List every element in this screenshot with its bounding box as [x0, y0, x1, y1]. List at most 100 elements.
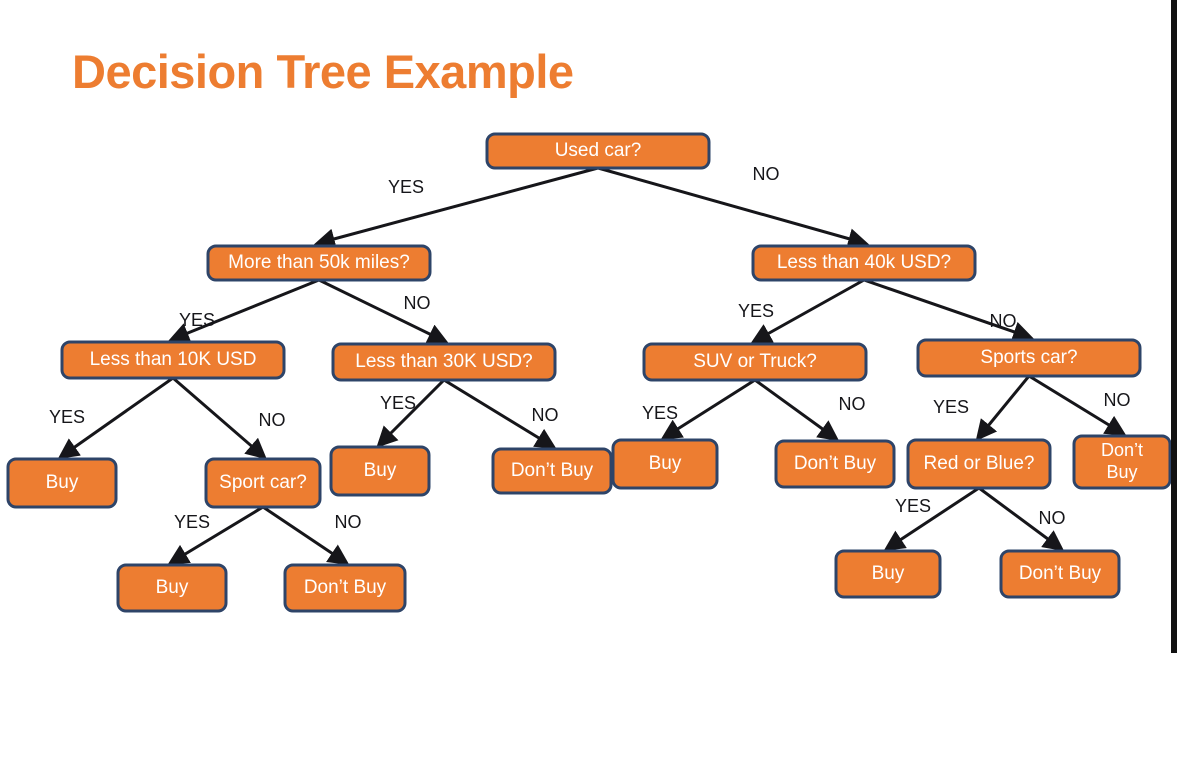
- edge-label: NO: [990, 311, 1017, 331]
- node-shape: [916, 338, 1142, 378]
- tree-node[interactable]: Don’t Buy: [999, 549, 1121, 599]
- tree-node[interactable]: More than 50k miles?: [206, 244, 432, 282]
- node-label: Buy: [364, 460, 397, 481]
- tree-node[interactable]: SUV or Truck?: [642, 342, 868, 382]
- node-shape: [1072, 434, 1172, 490]
- tree-node[interactable]: Used car?: [485, 132, 711, 170]
- edge-label: NO: [753, 164, 780, 184]
- node-shape: [204, 457, 322, 509]
- node-label: Buy: [156, 577, 189, 598]
- edge-label: NO: [839, 394, 866, 414]
- edge-label: YES: [179, 310, 215, 330]
- tree-node[interactable]: Don’t Buy: [283, 563, 407, 613]
- tree-node[interactable]: Less than 40k USD?: [751, 244, 977, 282]
- edge-label: YES: [174, 512, 210, 532]
- node-label: Less than 40k USD?: [777, 252, 951, 273]
- tree-edge: [754, 378, 840, 442]
- tree-edge: [660, 378, 756, 440]
- node-shape: [491, 447, 613, 495]
- tree-edge: [975, 375, 1031, 442]
- node-label: Buy: [46, 472, 79, 493]
- nodes-layer: Used car? More than 50k miles? Less than 4…: [6, 132, 1172, 613]
- tree-node[interactable]: Red or Blue?: [906, 438, 1052, 490]
- tree-edge: [318, 278, 449, 344]
- edge-label: YES: [380, 393, 416, 413]
- node-shape: [6, 457, 118, 509]
- tree-node[interactable]: Buy: [6, 457, 118, 509]
- node-shape: [611, 438, 719, 490]
- node-label: Don’t: [1101, 440, 1143, 460]
- tree-edge: [262, 505, 350, 565]
- edge-label: NO: [532, 405, 559, 425]
- tree-node[interactable]: Buy: [116, 563, 228, 613]
- edge-label: YES: [642, 403, 678, 423]
- node-label: Buy: [872, 563, 905, 584]
- edge-label: YES: [895, 496, 931, 516]
- node-shape: [774, 439, 896, 489]
- edge-label: NO: [1039, 508, 1066, 528]
- node-label: Less than 10K USD: [90, 349, 257, 370]
- tree-node[interactable]: Buy: [611, 438, 719, 490]
- node-label: Don’t Buy: [511, 460, 594, 481]
- tree-edge: [863, 278, 1034, 342]
- node-label: Buy: [649, 453, 682, 474]
- node-shape: [283, 563, 407, 613]
- node-label: Buy: [1106, 462, 1137, 482]
- tree-node[interactable]: Don’t Buy: [774, 439, 896, 489]
- node-shape: [642, 342, 868, 382]
- tree-node[interactable]: Sports car?: [916, 338, 1142, 378]
- tree-node[interactable]: Less than 30K USD?: [331, 342, 557, 382]
- right-edge-bar: [1171, 0, 1177, 653]
- edge-label: NO: [1104, 390, 1131, 410]
- node-shape: [485, 132, 711, 170]
- tree-edge: [978, 486, 1065, 552]
- tree-node[interactable]: Don’t Buy: [491, 447, 613, 495]
- node-label: Don’t Buy: [304, 577, 387, 598]
- node-label: Sports car?: [980, 347, 1077, 368]
- tree-node[interactable]: Buy: [329, 445, 431, 497]
- tree-node[interactable]: Sport car?: [204, 457, 322, 509]
- edges-layer: [57, 166, 1127, 565]
- edge-label: NO: [335, 512, 362, 532]
- node-shape: [206, 244, 432, 282]
- node-label: Used car?: [555, 140, 642, 161]
- edge-label: YES: [49, 407, 85, 427]
- node-label: Don’t Buy: [1019, 563, 1102, 584]
- node-label: Red or Blue?: [924, 453, 1035, 474]
- tree-edge: [443, 378, 557, 449]
- node-label: SUV or Truck?: [693, 351, 817, 372]
- node-label: Don’t Buy: [794, 453, 877, 474]
- edge-label: YES: [388, 177, 424, 197]
- tree-edge: [168, 278, 320, 343]
- tree-edge: [313, 166, 599, 250]
- node-shape: [331, 342, 557, 382]
- tree-node[interactable]: Less than 10K USD: [60, 340, 286, 380]
- node-label: Sport car?: [219, 472, 307, 493]
- node-shape: [906, 438, 1052, 490]
- tree-edge: [57, 376, 174, 460]
- tree-edge: [750, 278, 865, 344]
- node-shape: [999, 549, 1121, 599]
- node-shape: [329, 445, 431, 497]
- page-title: Decision Tree Example: [72, 45, 574, 98]
- edge-label: NO: [404, 293, 431, 313]
- edge-label: YES: [933, 397, 969, 417]
- node-shape: [834, 549, 942, 599]
- tree-edge: [1028, 374, 1127, 436]
- tree-edge: [883, 486, 980, 551]
- node-shape: [116, 563, 228, 613]
- node-label: More than 50k miles?: [228, 252, 410, 273]
- tree-edge: [167, 505, 264, 565]
- edge-labels-layer: YES NO YES NO YES NO YES NO YES NO YES NO YES NO YES NO…: [49, 164, 1131, 532]
- tree-edge: [172, 376, 267, 460]
- edge-label: NO: [259, 410, 286, 430]
- node-shape: [60, 340, 286, 380]
- tree-edge: [597, 166, 870, 249]
- node-shape: [751, 244, 977, 282]
- tree-edge: [376, 378, 446, 448]
- edge-label: YES: [738, 301, 774, 321]
- tree-node[interactable]: Buy: [834, 549, 942, 599]
